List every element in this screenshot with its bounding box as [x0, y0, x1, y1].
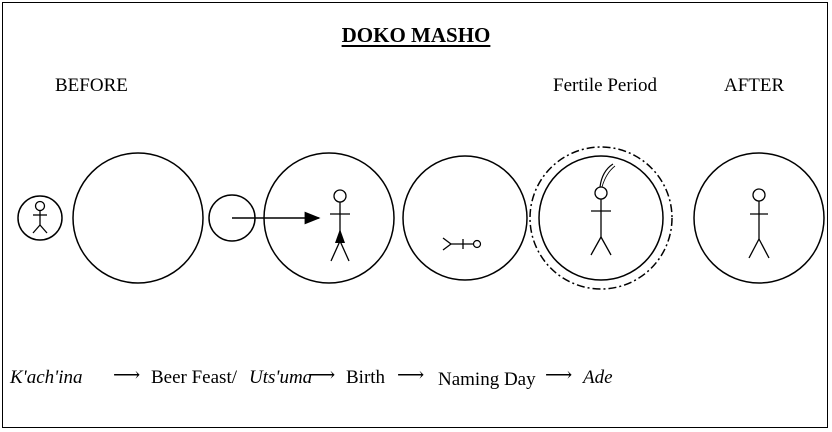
seq-beer-feast: Beer Feast/ [151, 367, 238, 388]
label-fertile-period: Fertile Period [553, 75, 657, 96]
birth-circle [402, 155, 528, 281]
seq-arrow-1: ⟶ [113, 365, 140, 386]
seq-utsuma: Uts'uma [249, 367, 312, 388]
seq-naming-day: Naming Day [438, 369, 536, 390]
seq-kachina: K'ach'ina [9, 367, 83, 388]
beer-feast-circle [263, 152, 395, 284]
seq-ade: Ade [581, 367, 613, 388]
after-circle [693, 152, 825, 284]
seq-arrow-2: ⟶ [308, 365, 335, 386]
fertile-period-circle [529, 146, 673, 290]
life-cycle-diagram: K'ach'ina ⟶ Beer Feast/ Uts'uma ⟶ Birth … [9, 146, 825, 390]
sequence-row: K'ach'ina ⟶ Beer Feast/ Uts'uma ⟶ Birth … [9, 365, 613, 390]
small-person-circle [17, 195, 63, 241]
seq-arrow-3: ⟶ [397, 365, 424, 386]
diagram-frame: DOKO MASHO BEFORE Fertile Period AFTER [2, 2, 828, 428]
seq-birth: Birth [346, 367, 386, 388]
page-title: DOKO MASHO [341, 23, 491, 47]
seq-arrow-4: ⟶ [545, 365, 572, 386]
label-after: AFTER [724, 75, 785, 96]
empty-circle [72, 152, 204, 284]
label-before: BEFORE [55, 75, 128, 96]
